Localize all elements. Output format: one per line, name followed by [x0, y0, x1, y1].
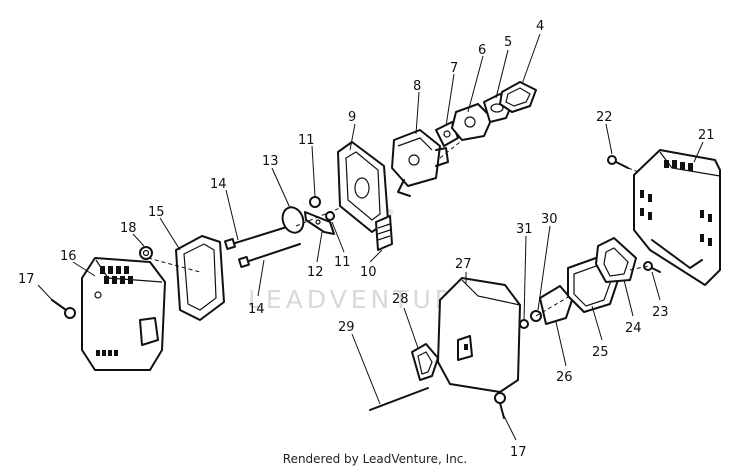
callout-23: 23: [652, 305, 669, 320]
callout-26: 26: [556, 370, 573, 385]
part-24-gasket: [595, 237, 637, 283]
callout-11-upper: 11: [298, 133, 315, 148]
callout-7: 7: [450, 61, 458, 76]
part-23-screw: [643, 261, 661, 273]
part-27-muffler: [437, 277, 521, 393]
callout-6: 6: [478, 43, 486, 58]
part-28-gasket: [411, 343, 439, 381]
callout-25: 25: [592, 345, 609, 360]
callout-9: 9: [348, 110, 356, 125]
callout-17-lower: 17: [510, 445, 527, 460]
callout-21: 21: [698, 128, 715, 143]
callout-12: 12: [307, 265, 324, 280]
callout-14-lower: 14: [248, 302, 265, 317]
part-11-nut-upper: [309, 196, 321, 208]
callout-4: 4: [536, 19, 544, 34]
callout-10: 10: [360, 265, 377, 280]
callout-29: 29: [338, 320, 355, 335]
part-31-washer: [519, 319, 529, 329]
assembly-lines: [147, 207, 649, 317]
part-21-heat-shield: [633, 149, 721, 286]
part-17-screw-lower: [494, 392, 506, 419]
leader-lines: [37, 33, 704, 441]
part-14-bolts: [224, 225, 301, 268]
part-15-gasket: [175, 235, 225, 321]
callout-24: 24: [625, 321, 642, 336]
footer-credit: Rendered by LeadVenture, Inc.: [282, 452, 468, 466]
callout-30: 30: [541, 212, 558, 227]
callout-14-upper: 14: [210, 177, 227, 192]
part-17-screw: [51, 299, 76, 319]
part-16-muffler-cover: [81, 257, 166, 371]
part-9-air-box: [337, 141, 389, 233]
callout-5: 5: [504, 35, 512, 50]
callout-27: 27: [455, 257, 472, 272]
part-29-stud: [369, 387, 429, 411]
callout-labels: 17 16 18 15 14 14 13 11 12 11 9 10 8 7 6…: [18, 19, 715, 460]
part-26-gasket: [539, 285, 573, 325]
callout-22: 22: [596, 110, 613, 125]
watermark-text: LEADVENTURE: [248, 285, 476, 314]
callout-28: 28: [392, 292, 409, 307]
part-6-insulator: [451, 103, 493, 141]
part-18-nut: [139, 246, 153, 260]
callout-11-lower: 11: [334, 255, 351, 270]
callout-16: 16: [60, 249, 77, 264]
callout-18: 18: [120, 221, 137, 236]
part-13-plate: [281, 206, 305, 234]
callout-31: 31: [516, 222, 533, 237]
callout-15: 15: [148, 205, 165, 220]
part-10-element: [375, 215, 393, 251]
callout-17: 17: [18, 272, 35, 287]
part-11-nut-lower: [325, 211, 335, 221]
part-4-ring: [499, 81, 537, 113]
part-12-lever: [304, 211, 335, 235]
callout-8: 8: [413, 79, 421, 94]
callout-13: 13: [262, 154, 279, 169]
